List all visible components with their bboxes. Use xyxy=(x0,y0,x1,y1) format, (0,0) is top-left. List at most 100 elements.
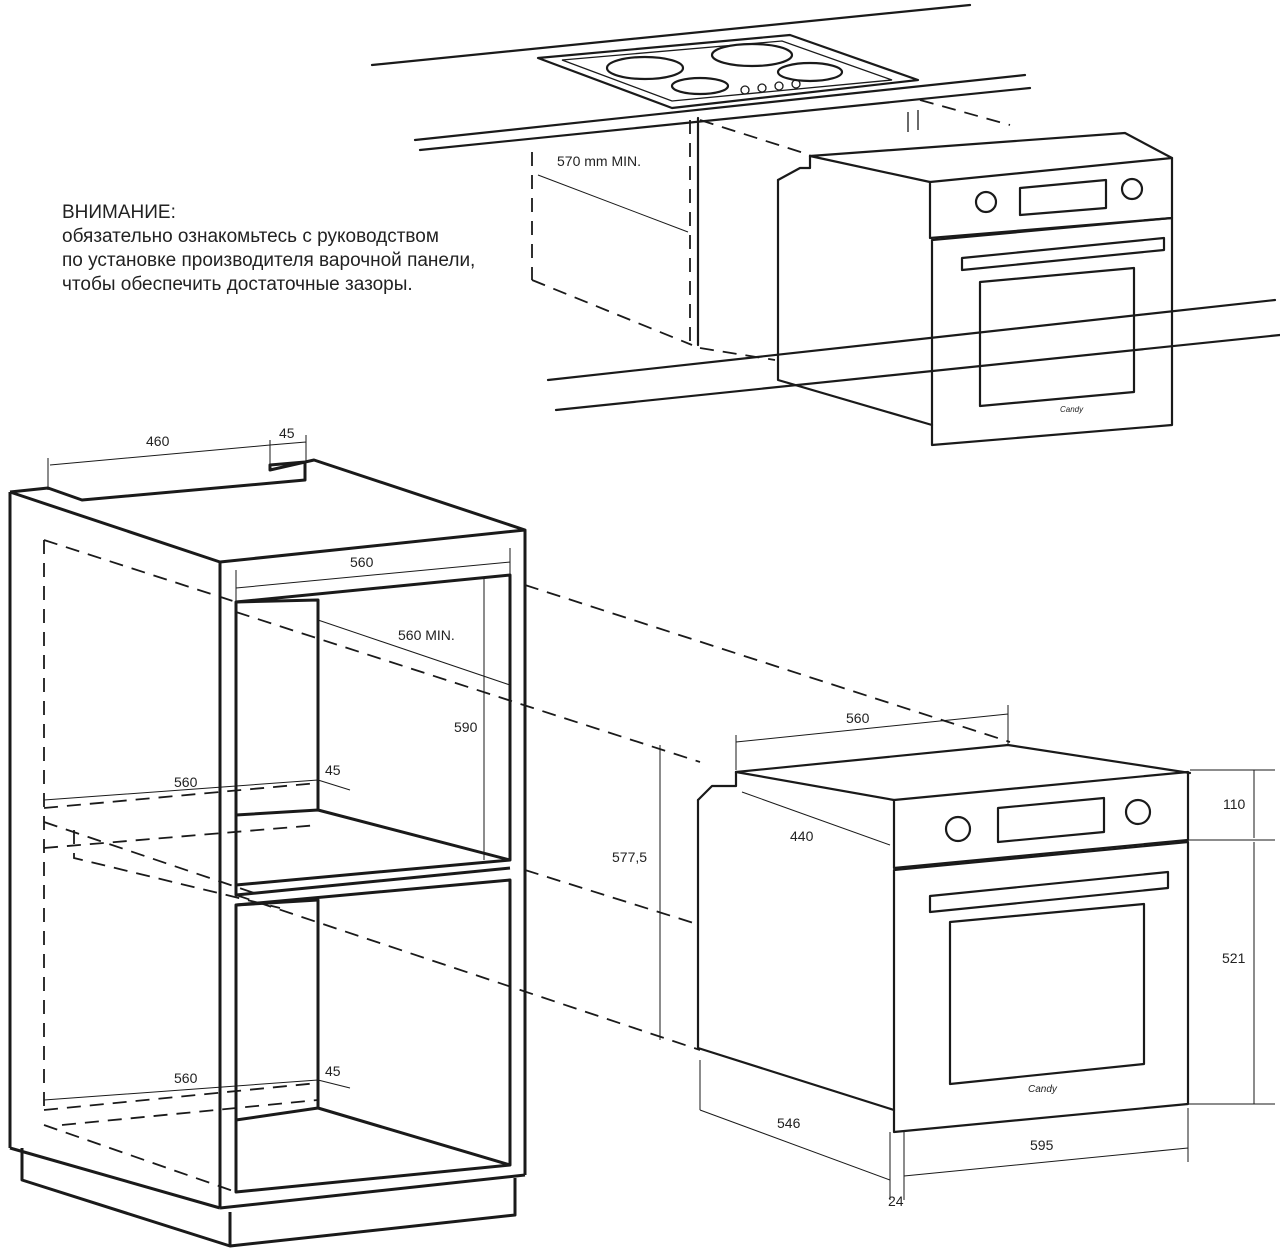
hob-knob-icon xyxy=(740,85,750,95)
cabinet-base-line-1 xyxy=(546,298,1277,382)
dim-24: 24 xyxy=(888,1193,904,1209)
clearance-bottom-edge xyxy=(531,279,693,346)
hob-clearance-zone xyxy=(531,99,1011,361)
top-dim-lines xyxy=(47,435,307,490)
hob-knob-icon xyxy=(774,81,784,91)
clearance-dim-line xyxy=(537,174,689,233)
oven-body-top xyxy=(734,743,1192,775)
dim-460: 460 xyxy=(146,433,170,449)
cabinet xyxy=(8,458,527,1248)
clearance-lower-right xyxy=(699,347,776,361)
projection-line xyxy=(524,584,1011,743)
niche-floor xyxy=(234,808,511,862)
panel-height-dim xyxy=(1188,769,1275,841)
warning-line: чтобы обеспечить достаточные зазоры. xyxy=(62,274,413,295)
dim-521: 521 xyxy=(1222,950,1246,966)
dim-590: 590 xyxy=(454,719,478,735)
shelf-low-dim xyxy=(43,1079,351,1101)
oven-top-body-lip xyxy=(776,154,812,182)
oven-knob-left-icon xyxy=(944,815,972,843)
cabinet-top xyxy=(9,458,527,564)
hob-clearance-label: 570 mm MIN. xyxy=(557,153,641,169)
oven-dimensions xyxy=(659,705,1275,1200)
hob-glass xyxy=(561,40,893,102)
dim-45-low: 45 xyxy=(325,1063,341,1079)
projection-lines xyxy=(235,584,1011,1051)
clearance-top-edge xyxy=(699,119,811,156)
oven-top-body-top xyxy=(808,131,1174,160)
dim-595: 595 xyxy=(1030,1137,1054,1153)
oven-top-handle xyxy=(960,236,1166,272)
niche-back-edge xyxy=(235,598,320,810)
door-height-dim xyxy=(1188,842,1275,1105)
oven-handle xyxy=(928,870,1170,914)
warning-note: ВНИМАНИЕ: обязательно ознакомьтесь с рук… xyxy=(62,201,475,297)
worktop-front-edge-bottom xyxy=(418,86,1032,152)
hob-outline xyxy=(536,33,920,110)
dim-110: 110 xyxy=(1223,796,1246,812)
warning-line: по установке производителя варочной пане… xyxy=(62,250,476,271)
worktop-scene: 570 mm MIN. Candy xyxy=(370,3,1280,447)
dim-577-5: 577,5 xyxy=(612,849,647,865)
dim-560-niche: 560 xyxy=(350,554,374,570)
hob-burner-back xyxy=(710,42,794,68)
dim-560-mid: 560 xyxy=(174,774,198,790)
front-width-dim xyxy=(903,1108,1189,1177)
worktop-front-edge-top xyxy=(413,73,1027,142)
parallel-mark xyxy=(907,110,919,132)
hidden-shelf-low-front xyxy=(61,1099,319,1126)
cabinet-plinth xyxy=(20,1148,517,1248)
hidden-shelf-mid-left xyxy=(43,821,261,896)
hidden-top-edge xyxy=(43,539,237,603)
shelf-mid-dim xyxy=(43,779,351,801)
oven-display xyxy=(996,796,1106,844)
projection-line xyxy=(524,869,701,926)
cabinet-front-bottom xyxy=(219,1173,526,1210)
oven-top-knob-icon xyxy=(974,190,998,214)
worktop-back-edge xyxy=(370,3,972,67)
hob-burner-front xyxy=(670,76,730,96)
niche-depth-dim xyxy=(317,619,511,686)
hidden-shelf-mid-lip xyxy=(73,830,281,909)
oven-body-lip xyxy=(696,770,738,802)
oven-knob-right-icon xyxy=(1124,798,1152,826)
oven-window xyxy=(948,902,1146,1086)
cabinet-left-bottom xyxy=(9,1146,221,1210)
projection-line xyxy=(235,611,701,763)
lower-back-edge xyxy=(235,898,320,1108)
oven: Candy xyxy=(696,743,1192,1134)
hidden-shelf-low-left xyxy=(43,1124,237,1193)
dim-440: 440 xyxy=(790,828,814,844)
oven-top-window xyxy=(978,266,1136,408)
oven-top-logo: Candy xyxy=(1060,405,1084,414)
hob-knob-icon xyxy=(791,79,801,89)
oven-body-top-front xyxy=(734,770,896,802)
hob-burner-left xyxy=(605,55,685,81)
oven-depth-dim xyxy=(741,791,891,846)
projection-line xyxy=(235,894,701,1051)
lower-floor xyxy=(235,1106,511,1167)
dim-45-mid: 45 xyxy=(325,762,341,778)
niche-width-dim xyxy=(235,548,511,602)
dim-560-low: 560 xyxy=(174,1070,198,1086)
dim-560-oven: 560 xyxy=(846,710,870,726)
clearance-top-right xyxy=(919,99,1011,126)
oven-body-side xyxy=(696,798,896,1112)
hidden-shelf-mid-front xyxy=(43,824,319,849)
hob-burner-right xyxy=(776,61,844,83)
cabinet-dimensions xyxy=(43,435,511,1101)
oven-top-knob-icon xyxy=(1120,177,1144,201)
oven-top-body-side xyxy=(776,178,934,427)
hob xyxy=(536,33,920,110)
oven-width-dim xyxy=(735,705,1009,770)
lower-compartment xyxy=(234,878,512,1194)
hob-knob-icon xyxy=(757,83,767,93)
oven-top-body-edge xyxy=(808,154,932,184)
warning-line: обязательно ознакомьтесь с руководством xyxy=(62,226,439,247)
dim-546: 546 xyxy=(777,1115,801,1131)
cabinet-base-line-2 xyxy=(554,333,1280,412)
dim-560-min: 560 MIN. xyxy=(398,627,455,643)
total-depth-dim xyxy=(699,1060,905,1200)
